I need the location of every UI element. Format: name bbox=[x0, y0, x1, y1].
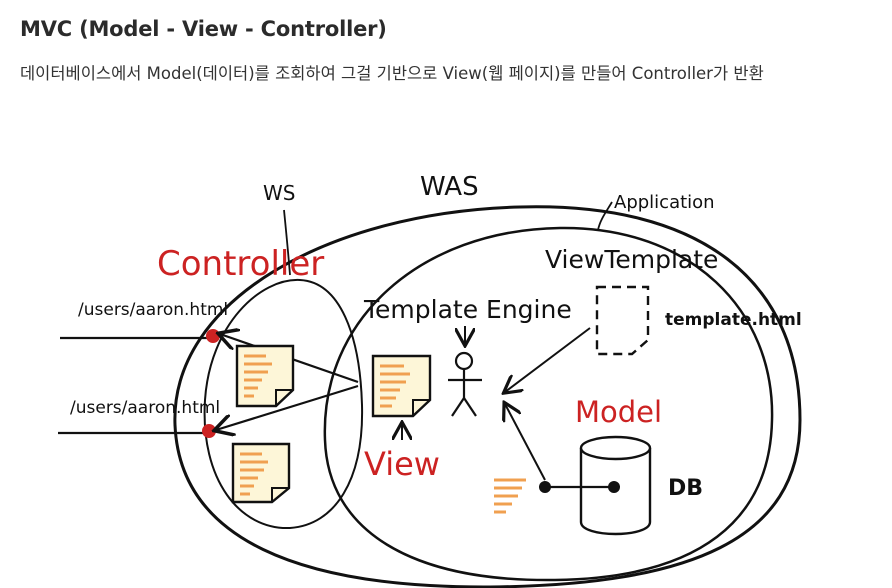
controller-boundary bbox=[203, 278, 364, 530]
template-to-engine-arrow bbox=[505, 327, 591, 392]
request-endpoint-1 bbox=[206, 329, 220, 343]
url-label-2: /users/aaron.html bbox=[70, 398, 220, 418]
was-boundary bbox=[173, 205, 802, 588]
ws-label: WS bbox=[263, 181, 295, 205]
template-file-icon bbox=[595, 285, 650, 356]
document-icon bbox=[235, 344, 295, 408]
model-label: Model bbox=[575, 395, 662, 429]
controller-label: Controller bbox=[157, 244, 324, 284]
application-label: Application bbox=[614, 192, 715, 213]
page-title: MVC (Model - View - Controller) bbox=[20, 17, 387, 41]
view-template-label: ViewTemplate bbox=[545, 245, 718, 274]
model-to-engine-arrow bbox=[505, 404, 546, 481]
application-pointer-line bbox=[597, 201, 613, 231]
template-file-label: template.html bbox=[665, 310, 802, 330]
response-arrow-2 bbox=[216, 384, 359, 430]
db-connector-dot bbox=[608, 481, 620, 493]
was-label: WAS bbox=[420, 172, 479, 202]
db-label: DB bbox=[668, 476, 703, 501]
view-label: View bbox=[364, 445, 440, 483]
model-connector-dot bbox=[539, 481, 551, 493]
page-description: 데이터베이스에서 Model(데이터)를 조회하여 그걸 기반으로 View(웹… bbox=[20, 64, 764, 83]
template-engine-label: Template Engine bbox=[363, 295, 572, 324]
ws-pointer-line bbox=[283, 209, 291, 276]
view-document-icon bbox=[371, 354, 432, 418]
mvc-diagram: WAS WS Application Controller /users/aar… bbox=[58, 172, 802, 588]
model-data-icon bbox=[494, 478, 526, 514]
document-icon bbox=[231, 442, 291, 504]
application-boundary bbox=[323, 226, 774, 582]
request-endpoint-2 bbox=[202, 424, 216, 438]
template-engine-figure-icon bbox=[448, 351, 482, 417]
url-label-1: /users/aaron.html bbox=[78, 300, 228, 320]
